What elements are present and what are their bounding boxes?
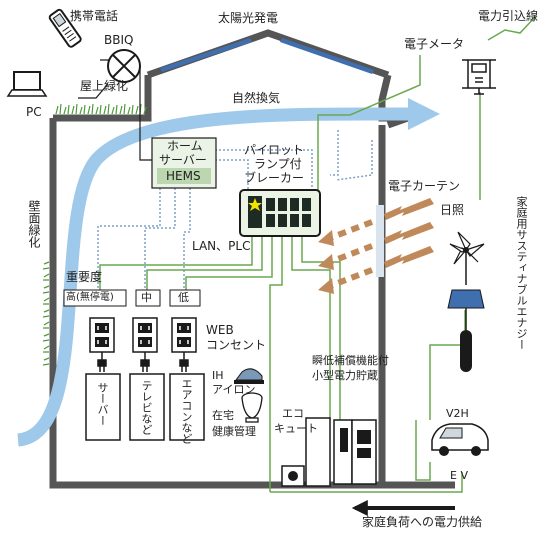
natural-ventilation-label: 自然換気 (232, 91, 281, 105)
pc-icon (6, 71, 48, 97)
breaker-label-2: ランプ付 (254, 157, 302, 171)
web-outlet-label-2: コンセント (206, 338, 267, 352)
storage-label-2: 小型電力貯蔵 (312, 369, 378, 382)
web-outlet-label-1: WEB (206, 323, 234, 337)
iron-icon (234, 368, 264, 384)
data-lines (97, 130, 373, 300)
power-lead-in-label: 電力引込線 (478, 9, 539, 23)
bbiq-label: BBIQ (104, 33, 134, 47)
home-health-label-1: 在宅 (212, 409, 234, 422)
solar-module-icon (447, 289, 485, 372)
breaker-label-3: ブレーカー (244, 171, 305, 185)
server-load-label: サーバー (96, 382, 109, 426)
electronic-meter-label: 電子メータ (404, 37, 465, 51)
importance-boxes (63, 289, 201, 307)
electronic-curtain (376, 205, 384, 277)
home-health-label-2: 健康管理 (212, 425, 256, 438)
meter-icon (462, 59, 496, 95)
hems-label: HEMS (166, 169, 201, 183)
storage-battery-icon (333, 419, 377, 485)
breaker-label-1: パイロット (244, 143, 305, 157)
v2h-label: V2H (446, 407, 469, 420)
sunlight-label: 日照 (440, 203, 465, 217)
tv-etc-label: テレビなど (140, 380, 153, 435)
load-boxes (85, 373, 205, 441)
wall-greening-label: 壁面緑化 (27, 200, 41, 248)
outlet-icons (89, 317, 197, 353)
rooftop-greenery (55, 103, 147, 115)
solar-panels (160, 38, 374, 74)
breaker-panel (239, 189, 321, 237)
ecocute-label-1: エコ (282, 407, 304, 420)
ecocute-icon (281, 417, 331, 487)
iron-label: アイロン (212, 383, 256, 396)
aircon-etc-label: エアコンなど (180, 378, 193, 444)
ventilation-arrowhead (408, 98, 440, 130)
importance-label: 重要度 (66, 270, 103, 284)
storage-label-1: 瞬低補償機能付 (312, 354, 389, 367)
home-supply-label: 家庭負荷への電力供給 (362, 515, 483, 529)
sunlight-arrows (384, 198, 434, 268)
home-server-label-2: サーバー (159, 153, 207, 167)
plug-icons (97, 352, 189, 372)
importance-mid-label: 中 (141, 291, 152, 304)
rooftop-greening-label: 屋上緑化 (80, 79, 129, 93)
power-lines (99, 15, 537, 493)
ih-label: IH (212, 369, 224, 382)
importance-high-label: 高(無停電) (66, 292, 114, 303)
sunlight-arrowheads-inside (318, 230, 334, 294)
ev-label: E V (450, 469, 468, 482)
home-server-label-1: ホーム (167, 139, 203, 153)
electronic-curtain-label: 電子カーテン (388, 179, 461, 193)
sunlight-arrows-inside (328, 219, 374, 289)
ventilation-arrow (16, 107, 411, 447)
ecocute-label-2: キュート (274, 422, 318, 435)
phone-icon (48, 8, 82, 48)
wall-greenery (42, 261, 50, 366)
wind-turbine-icon (449, 231, 485, 285)
toilet-icon (241, 392, 263, 423)
importance-low-label: 低 (178, 291, 189, 304)
solar-power-label: 太陽光発電 (218, 11, 279, 25)
mobile-phone-label: 携帯電話 (70, 9, 119, 23)
home-server-box (151, 137, 217, 189)
router-icon (107, 49, 141, 83)
home-sustainable-energy-label: 家庭用サスティナブルエナジー (515, 196, 528, 350)
lan-plc-label: LAN、PLC (192, 239, 251, 253)
pc-label: PC (26, 105, 42, 119)
ev-car-icon (431, 423, 489, 456)
